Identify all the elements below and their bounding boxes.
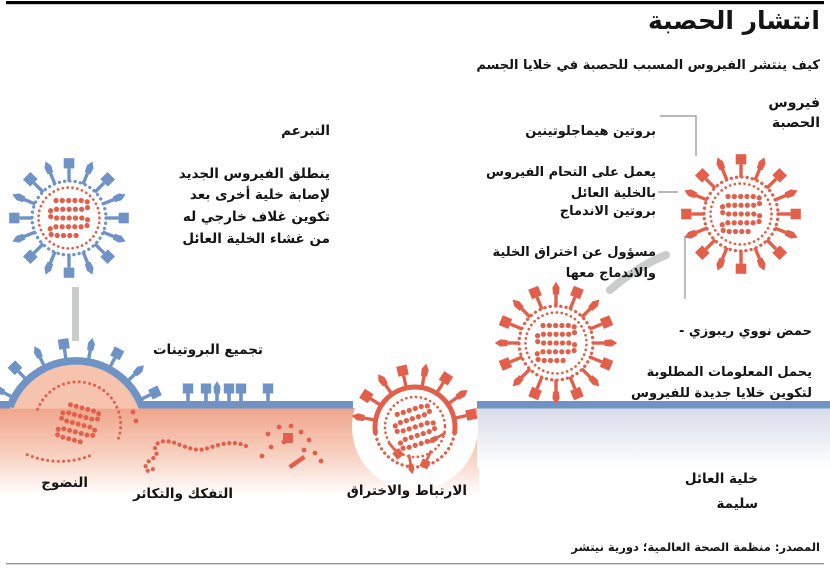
- hemagglutinin-label-body: يعمل على التحام الفيروس بالخلية العائل: [486, 165, 656, 202]
- page-subtitle: كيف ينتشر الفيروس المسبب للحصبة في خلايا…: [476, 58, 820, 73]
- budding-virus-illustration: [0, 337, 162, 463]
- budding-label: التبرعم ينطلق الفيروس الجديد لإصابة خلية…: [179, 99, 330, 272]
- fusion-protein-label: بروتين الاندماج مسؤول عن اختراق الخلية و…: [493, 181, 656, 306]
- rna-label-heading: حمض نووي ريبوزي -: [678, 323, 812, 339]
- budding-label-heading: التبرعم: [281, 122, 330, 139]
- page-rules: [6, 1, 824, 565]
- attachment-penetration-label: الارتباط والاختراق: [346, 483, 467, 499]
- rna-label-body: يحمل المعلومات المطلوبة لتكوين خلايا جدي…: [631, 365, 812, 402]
- hemagglutinin-label-heading: بروتين هيماجلوتينين: [525, 123, 656, 139]
- maturation-label: النضوج: [41, 475, 88, 491]
- rna-replication-debris: [130, 409, 324, 473]
- label-leader-lines: [658, 115, 697, 299]
- disassembly-replication-label: التفكك والتكاثر: [132, 486, 233, 502]
- stage-connector-lines: [72, 251, 670, 341]
- new-budded-virus-illustration: [9, 158, 129, 278]
- page-title: انتشار الحصبة: [647, 6, 820, 35]
- protein-assembly-label: تجميع البروتينات: [152, 342, 263, 358]
- cell-membrane: [0, 357, 830, 409]
- penetrating-virus-illustration: [351, 363, 478, 475]
- rna-label: حمض نووي ريبوزي - يحمل المعلومات المطلوب…: [631, 301, 812, 426]
- fusion-protein-label-body: مسؤول عن اختراق الخلية والاندماج معها: [492, 245, 656, 282]
- budding-label-body: ينطلق الفيروس الجديد لإصابة خلية أخرى بع…: [178, 165, 330, 247]
- fusion-protein-label-heading: بروتين الاندماج: [559, 203, 656, 219]
- source-credit: المصدر: منظمة الصحة العالمية؛ دورية نيتش…: [571, 540, 820, 554]
- approaching-virus-illustration: [494, 281, 618, 405]
- measles-virus-illustration: [681, 154, 801, 274]
- healthy-host-cell-label: خلية العائل سليمة: [684, 471, 758, 512]
- membrane-protein-spikes: [182, 381, 274, 402]
- measles-virus-label: فيروس الحصبة: [768, 95, 820, 132]
- hemagglutinin-label: بروتين هيماجلوتينين يعمل على التحام الفي…: [486, 101, 656, 226]
